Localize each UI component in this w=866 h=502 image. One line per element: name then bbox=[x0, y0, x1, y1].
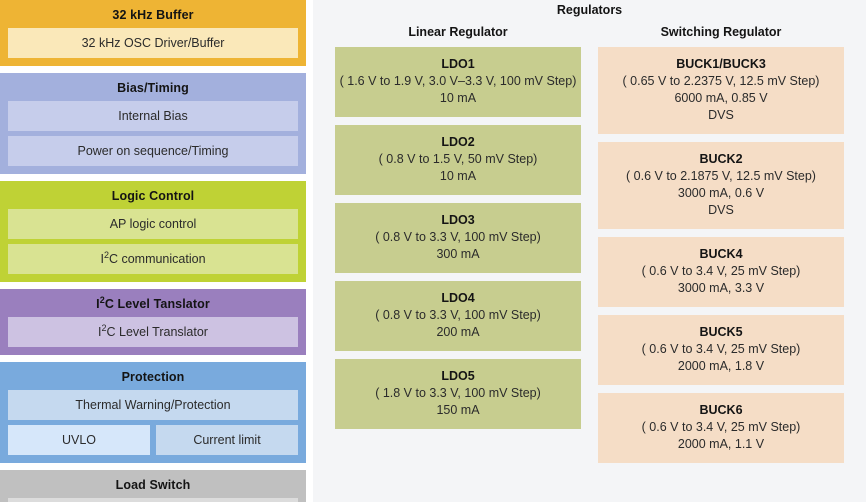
switching-regulator-column: Switching Regulator BUCK1/BUCK3 ( 0.65 V… bbox=[598, 24, 844, 471]
regulator-name: BUCK5 bbox=[699, 325, 743, 339]
block-group-title: Bias/Timing bbox=[117, 81, 189, 95]
regulator-name: LDO2 bbox=[441, 135, 475, 149]
block-group-title: 32 kHz Buffer bbox=[112, 8, 194, 22]
sub-block-i2c-level-translator: I2C Level Translator bbox=[8, 317, 298, 347]
regulator-card-ldo5: LDO5 ( 1.8 V to 3.3 V, 100 mV Step) 150 … bbox=[335, 359, 581, 429]
regulator-spec-line: 150 mA bbox=[436, 403, 480, 417]
sub-block-i2c-communication: I2C communication bbox=[8, 244, 298, 274]
sub-block-osc-driver: 32 kHz OSC Driver/Buffer bbox=[8, 28, 298, 58]
regulator-spec-line: 200 mA bbox=[436, 325, 480, 339]
block-group-bias-timing: Bias/Timing Internal Bias Power on seque… bbox=[0, 73, 306, 174]
regulator-name: LDO4 bbox=[441, 291, 475, 305]
block-group-title: Logic Control bbox=[111, 189, 195, 203]
linear-regulator-column-title: Linear Regulator bbox=[408, 25, 508, 39]
sub-block-power-on-sequence: Power on sequence/Timing bbox=[8, 136, 298, 166]
regulator-spec-line: 10 mA bbox=[439, 91, 477, 105]
regulator-spec-line: 2000 mA, 1.8 V bbox=[677, 359, 765, 373]
switching-regulator-column-title: Switching Regulator bbox=[660, 25, 782, 39]
regulator-name: BUCK6 bbox=[699, 403, 743, 417]
block-group-logic-control: Logic Control AP logic control I2C commu… bbox=[0, 181, 306, 282]
protection-sub-row: UVLO Current limit bbox=[8, 425, 298, 455]
regulator-name: LDO5 bbox=[441, 369, 475, 383]
regulator-spec-line: ( 0.6 V to 3.4 V, 25 mV Step) bbox=[641, 342, 801, 356]
regulator-card-ldo3: LDO3 ( 0.8 V to 3.3 V, 100 mV Step) 300 … bbox=[335, 203, 581, 273]
sub-block-internal-bias: Internal Bias bbox=[8, 101, 298, 131]
regulator-name: LDO1 bbox=[441, 57, 475, 71]
regulator-columns: Linear Regulator LDO1 ( 1.6 V to 1.9 V, … bbox=[313, 18, 866, 471]
block-group-osc: 32 kHz Buffer 32 kHz OSC Driver/Buffer bbox=[0, 0, 306, 66]
regulator-spec-line: ( 1.8 V to 3.3 V, 100 mV Step) bbox=[375, 386, 541, 400]
regulator-card-buck6: BUCK6 ( 0.6 V to 3.4 V, 25 mV Step) 2000… bbox=[598, 393, 844, 463]
block-group-title: Protection bbox=[121, 370, 185, 384]
regulator-spec-line: ( 0.6 V to 3.4 V, 25 mV Step) bbox=[641, 264, 801, 278]
regulator-card-ldo4: LDO4 ( 0.8 V to 3.3 V, 100 mV Step) 200 … bbox=[335, 281, 581, 351]
regulator-name: BUCK1/BUCK3 bbox=[676, 57, 766, 71]
sub-block-load-switch: 400 mA load switch bbox=[8, 498, 298, 502]
sub-block-current-limit: Current limit bbox=[156, 425, 298, 455]
regulator-spec-line: ( 0.8 V to 3.3 V, 100 mV Step) bbox=[375, 230, 541, 244]
regulator-spec-line: ( 1.6 V to 1.9 V, 3.0 V–3.3 V, 100 mV St… bbox=[339, 74, 577, 88]
regulator-spec-line: DVS bbox=[708, 203, 734, 217]
regulator-card-buck2: BUCK2 ( 0.6 V to 2.1875 V, 12.5 mV Step)… bbox=[598, 142, 844, 229]
block-group-load-switch: Load Switch 400 mA load switch bbox=[0, 470, 306, 502]
regulator-card-buck5: BUCK5 ( 0.6 V to 3.4 V, 25 mV Step) 2000… bbox=[598, 315, 844, 385]
block-group-title: I2C Level Tanslator bbox=[96, 294, 210, 311]
sub-block-ap-logic-control: AP logic control bbox=[8, 209, 298, 239]
regulator-spec-line: 10 mA bbox=[439, 169, 477, 183]
regulator-card-buck1-buck3: BUCK1/BUCK3 ( 0.65 V to 2.2375 V, 12.5 m… bbox=[598, 47, 844, 134]
regulator-card-buck4: BUCK4 ( 0.6 V to 3.4 V, 25 mV Step) 3000… bbox=[598, 237, 844, 307]
regulator-card-ldo1: LDO1 ( 1.6 V to 1.9 V, 3.0 V–3.3 V, 100 … bbox=[335, 47, 581, 117]
regulator-card-ldo2: LDO2 ( 0.8 V to 1.5 V, 50 mV Step) 10 mA bbox=[335, 125, 581, 195]
regulator-name: LDO3 bbox=[441, 213, 475, 227]
functional-blocks-column: 32 kHz Buffer 32 kHz OSC Driver/Buffer B… bbox=[0, 0, 306, 502]
block-group-protection: Protection Thermal Warning/Protection UV… bbox=[0, 362, 306, 463]
regulator-spec-line: ( 0.6 V to 2.1875 V, 12.5 mV Step) bbox=[626, 169, 816, 183]
regulator-name: BUCK2 bbox=[699, 152, 743, 166]
linear-regulator-column: Linear Regulator LDO1 ( 1.6 V to 1.9 V, … bbox=[335, 24, 581, 471]
regulator-spec-line: ( 0.65 V to 2.2375 V, 12.5 mV Step) bbox=[622, 74, 820, 88]
regulator-spec-line: 300 mA bbox=[436, 247, 480, 261]
sub-block-uvlo: UVLO bbox=[8, 425, 150, 455]
block-group-title: Load Switch bbox=[115, 478, 191, 492]
regulator-name: BUCK4 bbox=[699, 247, 743, 261]
regulator-spec-line: ( 0.6 V to 3.4 V, 25 mV Step) bbox=[641, 420, 801, 434]
regulator-spec-line: 6000 mA, 0.85 V bbox=[674, 91, 768, 105]
regulator-spec-line: ( 0.8 V to 3.3 V, 100 mV Step) bbox=[375, 308, 541, 322]
regulator-spec-line: DVS bbox=[708, 108, 734, 122]
regulators-title: Regulators bbox=[556, 3, 623, 17]
regulator-spec-line: 2000 mA, 1.1 V bbox=[677, 437, 765, 451]
regulator-spec-line: 3000 mA, 3.3 V bbox=[677, 281, 765, 295]
regulators-panel: Regulators Linear Regulator LDO1 ( 1.6 V… bbox=[313, 0, 866, 502]
block-group-i2c-level-translator: I2C Level Tanslator I2C Level Translator bbox=[0, 289, 306, 355]
regulator-spec-line: 3000 mA, 0.6 V bbox=[677, 186, 765, 200]
regulator-spec-line: ( 0.8 V to 1.5 V, 50 mV Step) bbox=[378, 152, 538, 166]
sub-block-thermal-warning: Thermal Warning/Protection bbox=[8, 390, 298, 420]
